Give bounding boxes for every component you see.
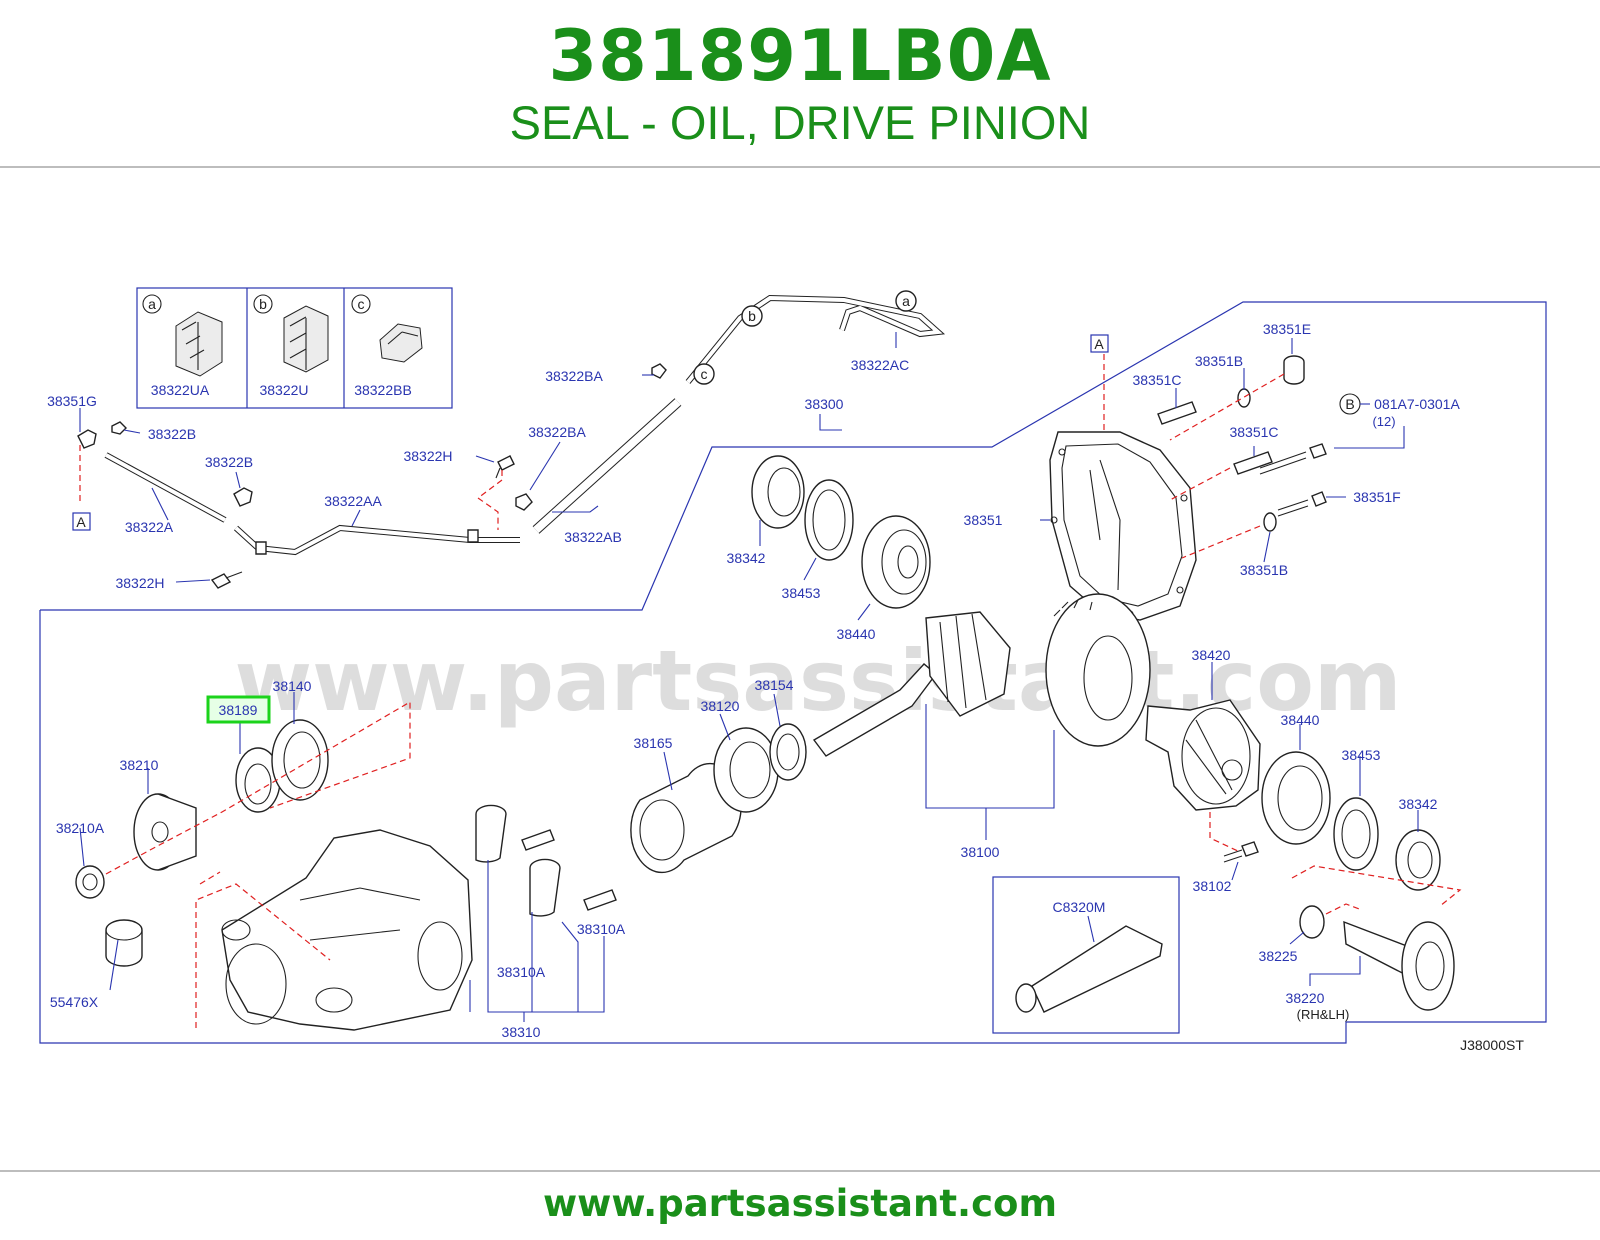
clip-ua-icon bbox=[175, 311, 223, 377]
label-38440-1: 38440 bbox=[837, 626, 876, 642]
leaders-cover bbox=[1040, 338, 1405, 563]
label-38351G: 38351G bbox=[47, 393, 97, 409]
bracket-38300 bbox=[819, 414, 842, 431]
leaders-upper-bearings bbox=[759, 520, 871, 621]
callout-a: a bbox=[148, 296, 156, 312]
breather-tube-assembly: b a c bbox=[77, 290, 946, 589]
label-38310A-1: 38310A bbox=[497, 964, 546, 980]
tube-callout-c: c bbox=[701, 366, 708, 382]
label-38300: 38300 bbox=[805, 396, 844, 412]
ref-a-right: A bbox=[1094, 336, 1104, 352]
footer-site-url[interactable]: www.partsassistant.com bbox=[542, 1182, 1057, 1225]
label-38140: 38140 bbox=[273, 678, 312, 694]
label-38322U: 38322U bbox=[259, 382, 308, 398]
callout-c: c bbox=[358, 296, 365, 312]
clip-legend: a b c 38322UA 38322U 38322BB bbox=[136, 287, 453, 409]
diff-case-38420 bbox=[1145, 699, 1261, 811]
leaders-top-left bbox=[79, 332, 897, 583]
diagram-code: J38000ST bbox=[1460, 1037, 1524, 1053]
leaders-side-bearings bbox=[1299, 724, 1419, 832]
leaders-front bbox=[79, 692, 295, 991]
label-38351B-1: 38351B bbox=[1195, 353, 1243, 369]
label-38322AB: 38322AB bbox=[564, 529, 622, 545]
upper-bearings bbox=[751, 455, 931, 609]
label-38322B-1: 38322B bbox=[148, 426, 196, 442]
label-38322H-2: 38322H bbox=[115, 575, 164, 591]
label-38210: 38210 bbox=[120, 757, 159, 773]
header-divider bbox=[0, 166, 1600, 168]
pinion-parts bbox=[630, 723, 807, 874]
label-38322A: 38322A bbox=[125, 519, 174, 535]
leaders-pinion-parts bbox=[663, 693, 781, 791]
label-55476X: 55476X bbox=[50, 994, 99, 1010]
label-38102: 38102 bbox=[1193, 878, 1232, 894]
label-38322H-1: 38322H bbox=[403, 448, 452, 464]
part-number-title: 381891LB0A bbox=[548, 15, 1052, 97]
label-C8320M: C8320M bbox=[1053, 899, 1106, 915]
label-081A7-qty: (12) bbox=[1372, 414, 1395, 429]
rear-cover-38351 bbox=[1049, 431, 1197, 621]
side-flange-38220 bbox=[1291, 865, 1462, 1011]
footer-divider bbox=[0, 1170, 1600, 1172]
label-38310: 38310 bbox=[502, 1024, 541, 1040]
label-38225: 38225 bbox=[1259, 948, 1298, 964]
label-38440-2: 38440 bbox=[1281, 712, 1320, 728]
tube-callout-b: b bbox=[748, 308, 756, 324]
label-38322AA: 38322AA bbox=[324, 493, 382, 509]
bracket-38100 bbox=[925, 704, 1055, 809]
label-38322BA-2: 38322BA bbox=[545, 368, 603, 384]
tube-callout-a: a bbox=[902, 293, 910, 309]
label-38420: 38420 bbox=[1192, 647, 1231, 663]
label-38165: 38165 bbox=[634, 735, 673, 751]
carrier-housing-38300 bbox=[195, 829, 473, 1031]
label-38100: 38100 bbox=[961, 844, 1000, 860]
label-38342-2: 38342 bbox=[1399, 796, 1438, 812]
ref-a-left: A bbox=[76, 514, 86, 530]
ref-b: B bbox=[1345, 396, 1354, 412]
label-38351: 38351 bbox=[964, 512, 1003, 528]
leaders-flange bbox=[1289, 931, 1361, 986]
label-38154: 38154 bbox=[755, 677, 794, 693]
bearing-caps-38310 bbox=[475, 804, 617, 917]
leaders-caps bbox=[469, 860, 605, 1022]
clip-bb-icon bbox=[379, 323, 423, 363]
sealant-tube bbox=[1015, 925, 1163, 1013]
label-38322BA-1: 38322BA bbox=[528, 424, 586, 440]
label-38322BB: 38322BB bbox=[354, 382, 412, 398]
label-081A7-0301A: 081A7-0301A bbox=[1374, 396, 1460, 412]
label-38210A: 38210A bbox=[56, 820, 105, 836]
label-38322B-2: 38322B bbox=[205, 454, 253, 470]
label-38453-2: 38453 bbox=[1342, 747, 1381, 763]
label-38310A-2: 38310A bbox=[577, 921, 626, 937]
label-38351C-2: 38351C bbox=[1229, 424, 1278, 440]
sealant-box bbox=[992, 876, 1180, 1034]
pinion-ringgear-38100 bbox=[812, 593, 1151, 757]
side-bearings bbox=[1261, 751, 1441, 891]
label-38220: 38220 bbox=[1286, 990, 1325, 1006]
bolt-38102 bbox=[1241, 841, 1259, 857]
label-38351E: 38351E bbox=[1263, 321, 1311, 337]
label-38322UA: 38322UA bbox=[151, 382, 210, 398]
label-38351B-2: 38351B bbox=[1240, 562, 1288, 578]
highlight-box-38189 bbox=[206, 695, 271, 724]
part-name-subtitle: SEAL - OIL, DRIVE PINION bbox=[509, 96, 1091, 149]
front-parts bbox=[75, 700, 411, 967]
label-38342-1: 38342 bbox=[727, 550, 766, 566]
group-frame-38300 bbox=[39, 301, 1547, 1044]
cover-fasteners bbox=[1103, 354, 1327, 559]
clip-u-icon bbox=[283, 305, 329, 373]
label-38453-1: 38453 bbox=[782, 585, 821, 601]
label-38351F: 38351F bbox=[1353, 489, 1400, 505]
part-labels: 38351G 38322B 38322B 38322H 38322A 38322… bbox=[47, 321, 1524, 1053]
page-header: 381891LB0A SEAL - OIL, DRIVE PINION bbox=[0, 0, 1600, 168]
label-38220-side: (RH&LH) bbox=[1297, 1007, 1350, 1022]
label-38189: 38189 bbox=[219, 702, 258, 718]
label-38120: 38120 bbox=[701, 698, 740, 714]
label-38351C-1: 38351C bbox=[1132, 372, 1181, 388]
callout-b: b bbox=[259, 296, 267, 312]
label-38322AC: 38322AC bbox=[851, 357, 909, 373]
